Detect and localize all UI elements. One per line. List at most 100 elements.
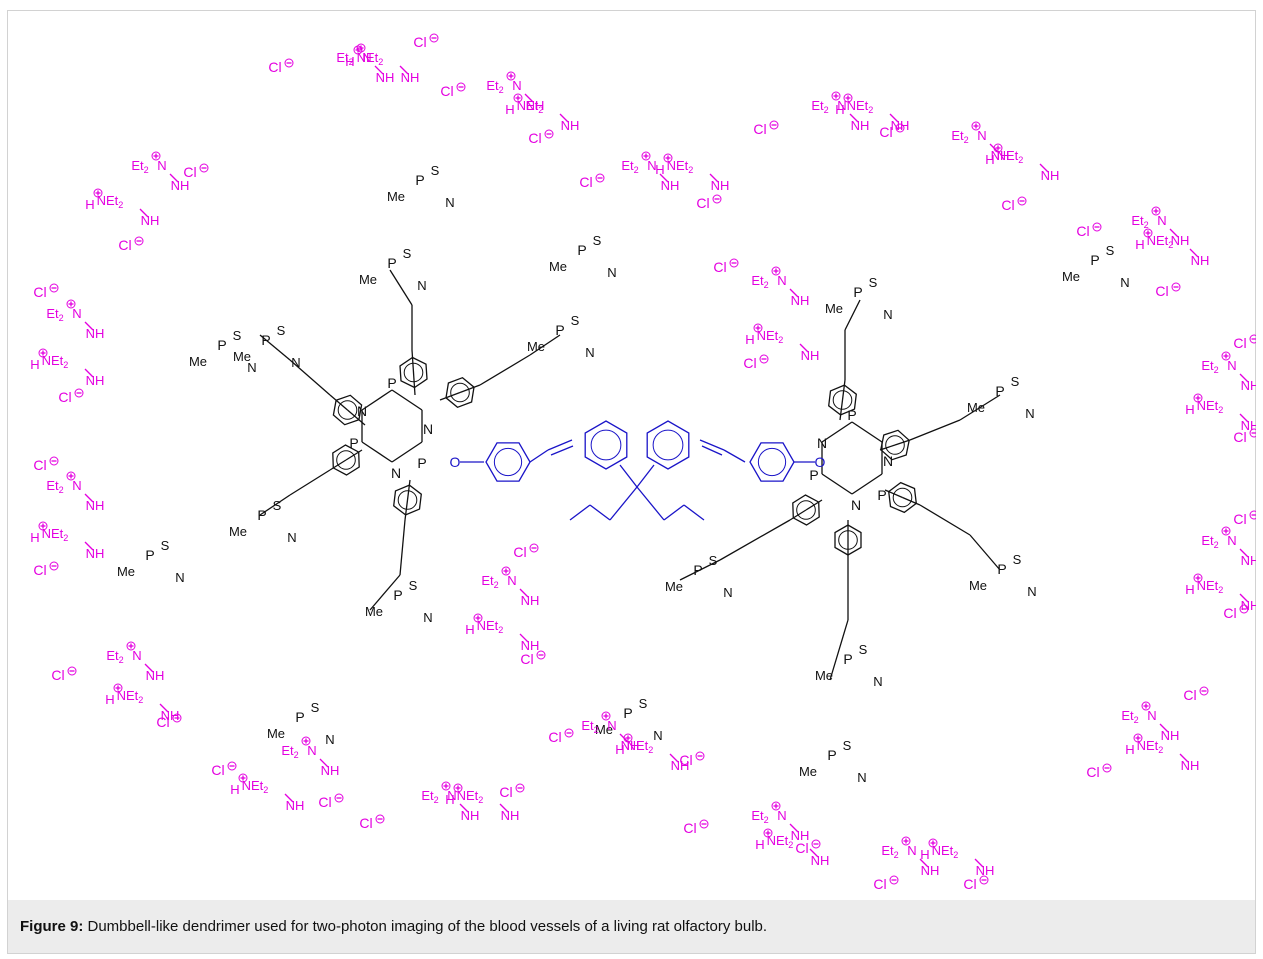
negative-charge-icon (544, 129, 554, 139)
linker-bond (524, 93, 534, 103)
negative-charge-icon (134, 236, 144, 246)
nitrogen-label: N (723, 585, 732, 600)
amine-label: NH (521, 593, 540, 608)
negative-charge-icon (759, 354, 769, 364)
ammonium-label: Et2 (1131, 213, 1148, 230)
ammonium-label: Et2 (481, 573, 498, 590)
linker-bond (519, 588, 529, 598)
branch-bond (529, 334, 561, 356)
linker-bond (459, 803, 469, 813)
negative-charge-icon (49, 283, 59, 293)
ammonium-label: NEt2 (997, 148, 1024, 165)
positive-charge-icon (113, 683, 123, 693)
chloride-ion: Cl (743, 355, 756, 371)
sulfur-label: S (431, 163, 440, 178)
chloride-ion: Cl (1076, 223, 1089, 239)
methyl-label: Me (665, 579, 683, 594)
chloride-ion: Cl (318, 794, 331, 810)
negative-charge-icon (1017, 196, 1027, 206)
methyl-label: Me (967, 400, 985, 415)
chloride-ion: Cl (683, 820, 696, 836)
linker-bond (1189, 248, 1199, 258)
aromatic-circle (493, 447, 523, 477)
ammonium-nitrogen: N (512, 78, 521, 93)
ammonium-nitrogen: N (977, 128, 986, 143)
methyl-label: Me (189, 354, 207, 369)
methyl-label: Me (267, 726, 285, 741)
nitrogen-label: N (445, 195, 454, 210)
chloride-ion: Cl (413, 34, 426, 50)
amine-label: NH (791, 828, 810, 843)
branch-bond (289, 359, 331, 396)
benzene-ring (834, 524, 862, 556)
sulfur-label: S (869, 275, 878, 290)
ammonium-nitrogen: N (132, 648, 141, 663)
branch-bond (909, 419, 961, 441)
aromatic-circle (652, 429, 684, 461)
amine-label: NH (621, 738, 640, 753)
branch-bond (347, 409, 366, 426)
amine-label: NH (141, 213, 160, 228)
amine-label: NH (921, 863, 940, 878)
positive-charge-icon (356, 43, 366, 53)
linker-bond (919, 858, 929, 868)
chloride-ion: Cl (118, 237, 131, 253)
ammonium-label: Et2 (131, 158, 148, 175)
aromatic-circle (403, 362, 424, 383)
positive-charge-icon (38, 348, 48, 358)
ammonium-label: Et2 (46, 306, 63, 323)
positive-charge-icon (753, 323, 763, 333)
positive-charge-icon (1151, 206, 1161, 216)
ammonium-label: Et2 (46, 478, 63, 495)
positive-charge-icon (513, 93, 523, 103)
core-oxygen: O (815, 454, 826, 470)
branch-bond (829, 619, 849, 681)
benzene-ring (445, 376, 475, 409)
positive-charge-icon (151, 151, 161, 161)
nitrogen-label: N (1120, 275, 1129, 290)
negative-charge-icon (1102, 763, 1112, 773)
linker-bond (139, 208, 149, 218)
linker-bond (709, 173, 719, 183)
phosphorus-label: P (257, 507, 266, 523)
negative-charge-icon (1239, 604, 1249, 614)
chloride-ion: Cl (51, 667, 64, 683)
ammonium-nitrogen: N (777, 273, 786, 288)
core-bond (636, 464, 655, 488)
chloride-ion: Cl (513, 544, 526, 560)
chloride-ion: Cl (156, 714, 169, 730)
chloride-ion: Cl (520, 651, 533, 667)
chloride-ion: Cl (440, 83, 453, 99)
ring-bond (821, 421, 853, 443)
ammonium-nitrogen: N (362, 50, 371, 65)
ammonium-label: NEt2 (477, 618, 504, 635)
negative-charge-icon (564, 728, 574, 738)
ammonium-nitrogen: N (607, 718, 616, 733)
ammonium-label: NEt2 (757, 328, 784, 345)
aromatic-circle (832, 390, 853, 410)
amine-label: NH (561, 118, 580, 133)
nitrogen-label: N (653, 728, 662, 743)
methyl-label: Me (387, 189, 405, 204)
amine-label: NH (86, 498, 105, 513)
chloride-ion: Cl (873, 876, 886, 892)
phosphorus-label: P (843, 651, 852, 667)
amine-label: NH (526, 98, 545, 113)
ammonium-label: NEt2 (42, 353, 69, 370)
alkyl (636, 486, 665, 521)
amine-label: NH (711, 178, 730, 193)
ring-nitrogen: N (817, 435, 827, 451)
nitrogen-label: N (1027, 584, 1036, 599)
linker-bond (84, 541, 94, 551)
sulfur-label: S (843, 738, 852, 753)
linker-bond (1169, 228, 1179, 238)
sulfur-label: S (409, 578, 418, 593)
benzene-ring (584, 420, 628, 470)
nitrogen-label: N (607, 265, 616, 280)
phosphorus-label: P (995, 383, 1004, 399)
chloride-ion: Cl (795, 840, 808, 856)
chloride-ion: Cl (211, 762, 224, 778)
hydrogen-label: H (505, 102, 514, 117)
hydrogen-label: H (920, 847, 929, 862)
positive-charge-icon (771, 801, 781, 811)
